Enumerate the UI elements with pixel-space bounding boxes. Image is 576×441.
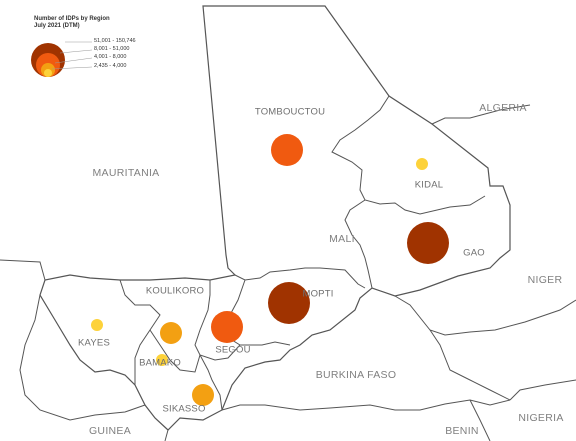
legend-label-class1: 51,001 - 150,746 bbox=[94, 38, 136, 44]
border-segou-sikasso bbox=[199, 354, 223, 411]
border-mauritania bbox=[0, 259, 46, 281]
label-region-koulikoro: KOULIKORO bbox=[145, 285, 205, 297]
border-nigeria bbox=[509, 379, 576, 401]
mali-outline bbox=[39, 5, 511, 431]
border-algeria bbox=[431, 104, 531, 125]
border-niger bbox=[394, 295, 576, 336]
symbol-tombouctou bbox=[271, 134, 303, 166]
label-region-segou: SEGOU bbox=[215, 344, 251, 356]
symbol-koulikoro bbox=[160, 322, 182, 344]
border-lower-left bbox=[164, 429, 169, 441]
label-region-gao: GAO bbox=[463, 247, 485, 259]
label-mauritania: MAURITANIA bbox=[92, 167, 160, 179]
label-region-mopti: MOPTI bbox=[302, 288, 334, 300]
label-niger: NIGER bbox=[527, 274, 563, 286]
label-region-bamako: BAMAKO bbox=[139, 357, 181, 369]
border-burkina-south bbox=[221, 399, 511, 411]
label-burkina-faso: BURKINA FASO bbox=[315, 369, 397, 381]
label-region-sikasso: SIKASSO bbox=[162, 403, 206, 415]
label-nigeria: NIGERIA bbox=[518, 412, 564, 424]
symbol-bamako bbox=[156, 354, 168, 366]
label-guinea: GUINEA bbox=[88, 425, 132, 437]
border-kayes-koulikoro bbox=[119, 279, 161, 385]
label-region-tombouctou: TOMBOUCTOU bbox=[254, 106, 326, 118]
legend-leader-class3 bbox=[54, 57, 93, 64]
border-koulikoro-segou bbox=[194, 280, 241, 361]
symbol-segou bbox=[211, 311, 243, 343]
border-guinea bbox=[19, 294, 146, 421]
symbol-gao bbox=[407, 222, 449, 264]
symbol-kayes bbox=[91, 319, 103, 331]
legend-title-line2: July 2021 (DTM) bbox=[34, 23, 80, 29]
border-niger-burkina bbox=[429, 329, 511, 401]
label-mali: MALI bbox=[329, 233, 355, 245]
legend-leader-class2 bbox=[59, 49, 93, 54]
label-region-kayes: KAYES bbox=[78, 337, 110, 349]
legend-label-class2: 8,001 - 51,000 bbox=[94, 46, 130, 52]
label-region-kidal: KIDAL bbox=[414, 179, 444, 191]
legend-leader-class4 bbox=[51, 66, 93, 70]
border-tombouctou-mopti bbox=[234, 267, 366, 289]
border-koulikoro-sikasso bbox=[149, 329, 201, 373]
label-algeria: ALGERIA bbox=[479, 102, 527, 114]
legend-label-class3: 4,001 - 8,000 bbox=[94, 54, 127, 60]
map-legend: Number of IDPs by Region July 2021 (DTM)… bbox=[26, 12, 166, 92]
border-benin bbox=[469, 399, 491, 441]
border-tombouctou-gao bbox=[344, 199, 373, 289]
label-benin: BENIN bbox=[445, 425, 479, 437]
legend-symbol-class4 bbox=[44, 69, 52, 77]
symbol-sikasso bbox=[192, 384, 214, 406]
legend-title: Number of IDPs by Region July 2021 (DTM) bbox=[34, 16, 110, 30]
symbol-mopti bbox=[268, 282, 310, 324]
legend-symbols bbox=[31, 41, 93, 77]
legend-label-class4: 2,435 - 4,000 bbox=[94, 63, 127, 69]
border-tombouctou-kidal bbox=[331, 95, 486, 215]
symbol-kidal bbox=[416, 158, 428, 170]
legend-title-line1: Number of IDPs by Region bbox=[34, 16, 110, 22]
